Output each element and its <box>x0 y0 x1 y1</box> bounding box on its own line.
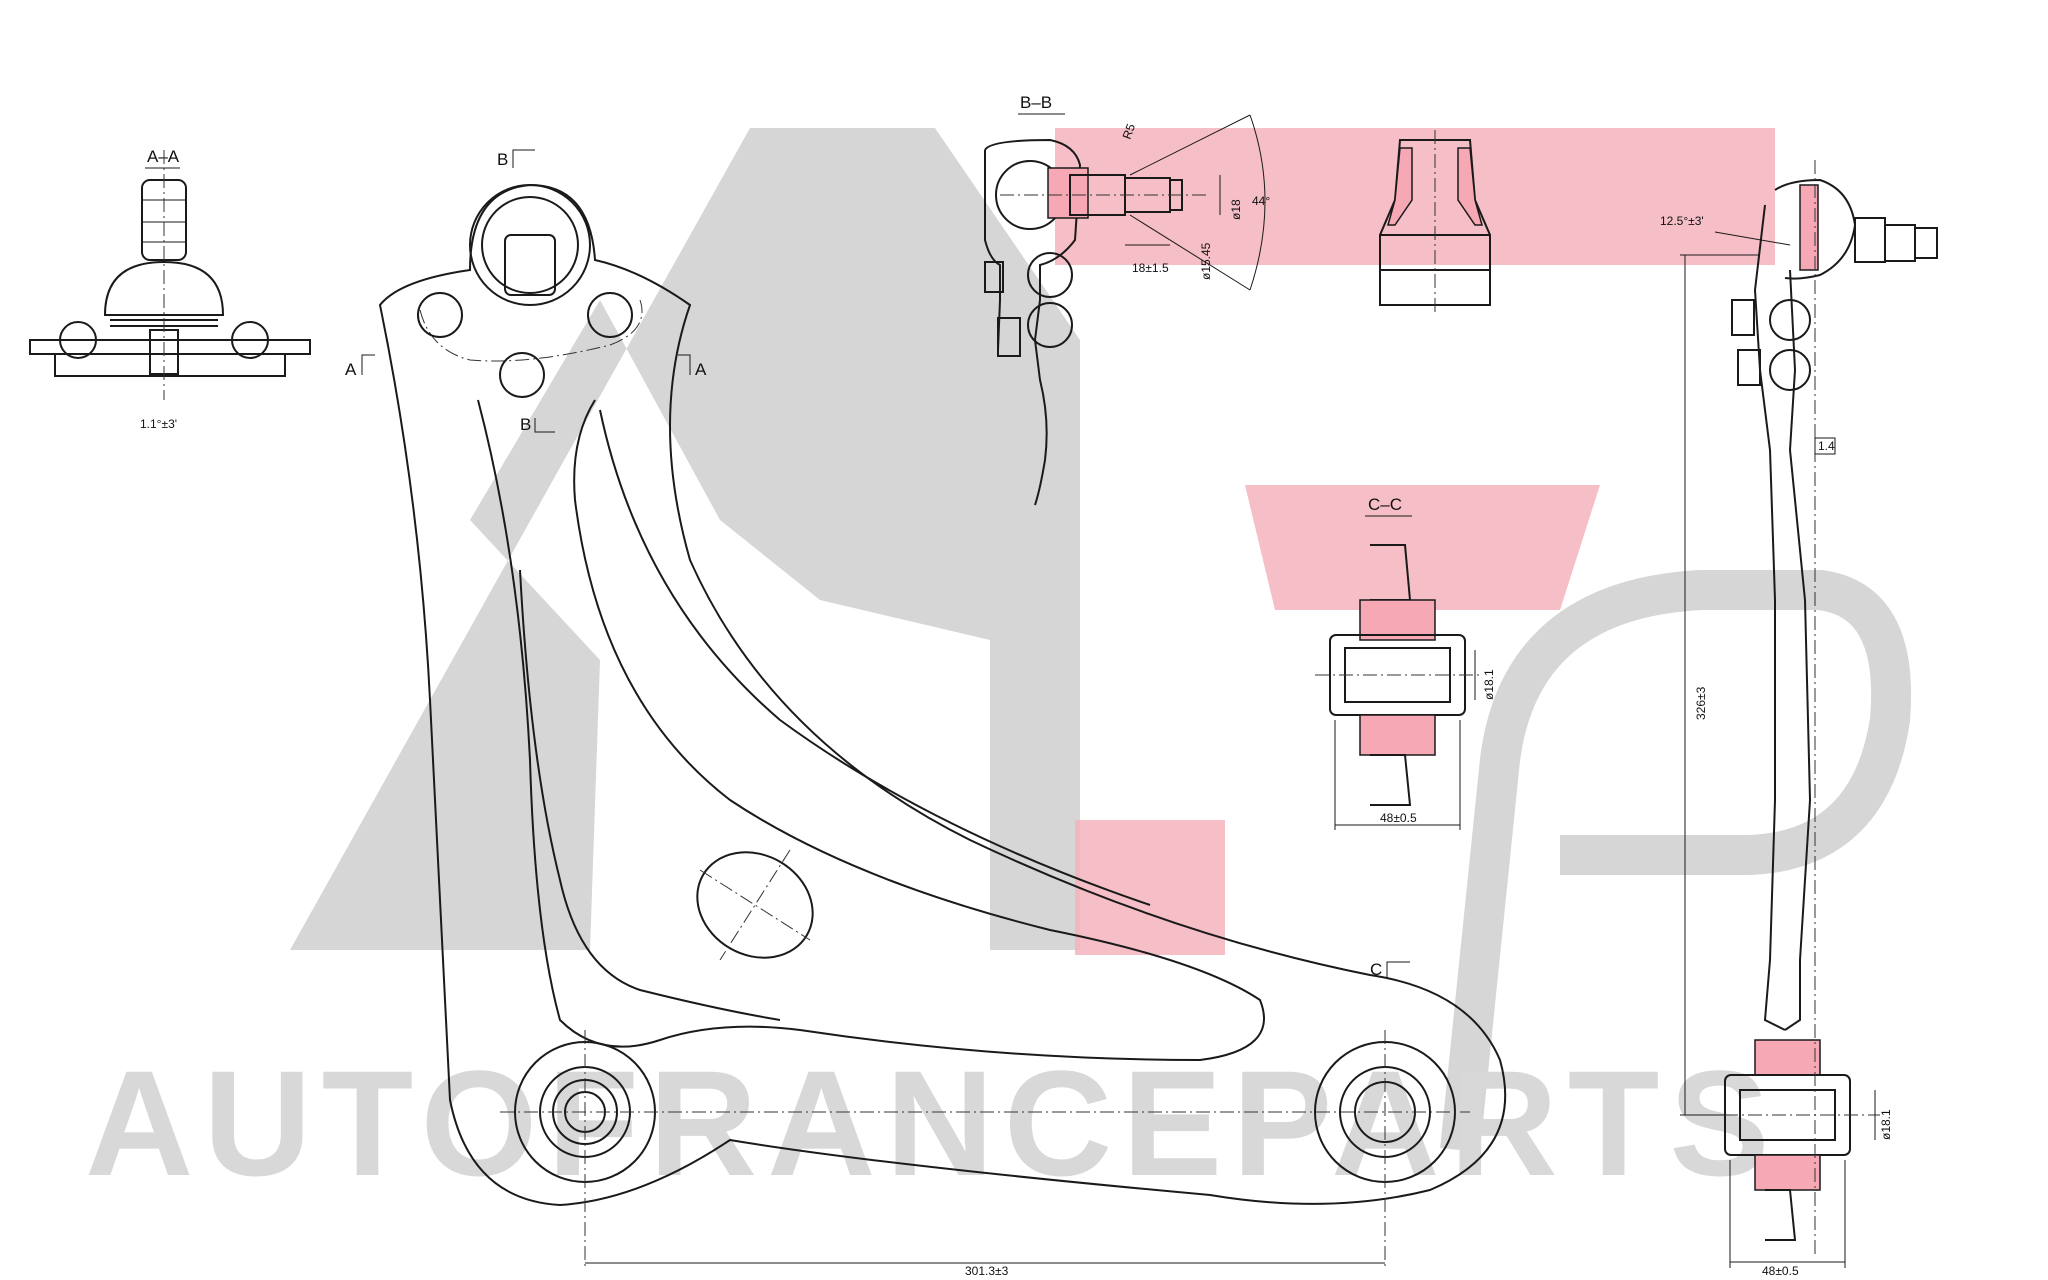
section-aa-view: A–A 1.1°±3' <box>29 147 311 431</box>
dim-bb-radius: R5 <box>1120 122 1139 142</box>
marker-b-top: B <box>497 150 508 169</box>
dim-aa-angle: 1.1°±3' <box>140 417 177 431</box>
dim-side-thickness: 1.4 <box>1818 439 1835 453</box>
watermark-logo: AUTOFRANCEPARTS <box>85 128 1912 1207</box>
section-aa-label: A–A <box>147 147 180 166</box>
marker-a-right: A <box>695 360 707 379</box>
marker-c: C <box>1370 960 1382 979</box>
dim-side-length: 326±3 <box>1694 686 1708 720</box>
dim-bb-length: 18±1.5 <box>1132 261 1169 275</box>
dim-cc-width: 48±0.5 <box>1380 811 1417 825</box>
dim-side-width: 48±0.5 <box>1762 1264 1799 1278</box>
dim-bb-angle: 44° <box>1252 194 1270 208</box>
bushing-cap-view <box>1379 130 1491 315</box>
watermark-text: AUTOFRANCEPARTS <box>85 1039 1779 1207</box>
dim-side-angle: 12.5°±3' <box>1660 214 1704 228</box>
section-bb-view: B–B R5 ø18 44° 18±1.5 ø15.45 <box>984 93 1270 506</box>
dim-side-diameter: ø18.1 <box>1879 1109 1893 1140</box>
control-arm-side-view: 326±3 12.5°±3' 1.4 ø18.1 48±0.5 <box>1660 160 1938 1278</box>
dim-main-length: 301.3±3 <box>965 1264 1009 1278</box>
dim-bb-dia18: ø18 <box>1229 199 1243 220</box>
control-arm-front-view: 301.3±3 A A B B C <box>345 149 1507 1278</box>
marker-a-left: A <box>345 360 357 379</box>
dim-bb-dia15: ø15.45 <box>1199 242 1213 280</box>
section-cc-view: C–C ø18.1 48±0.5 <box>1315 495 1496 830</box>
dim-cc-diameter: ø18.1 <box>1482 669 1496 700</box>
section-bb-label: B–B <box>1020 93 1052 112</box>
marker-b-bottom: B <box>520 415 531 434</box>
section-cc-label: C–C <box>1368 495 1402 514</box>
